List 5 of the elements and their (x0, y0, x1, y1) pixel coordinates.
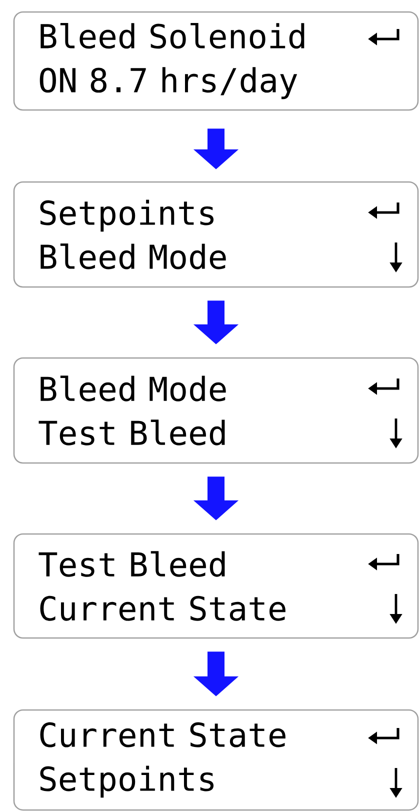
menu-box: Bleed Solenoid ON 8.7 hrs/day (13, 11, 419, 111)
menu-box: Setpoints Bleed Mode (13, 181, 419, 288)
menu-box: Bleed Mode Test Bleed (13, 357, 419, 464)
menu-box: Test Bleed Current State (13, 533, 419, 639)
menu-box: Current State Setpoints (13, 709, 419, 811)
